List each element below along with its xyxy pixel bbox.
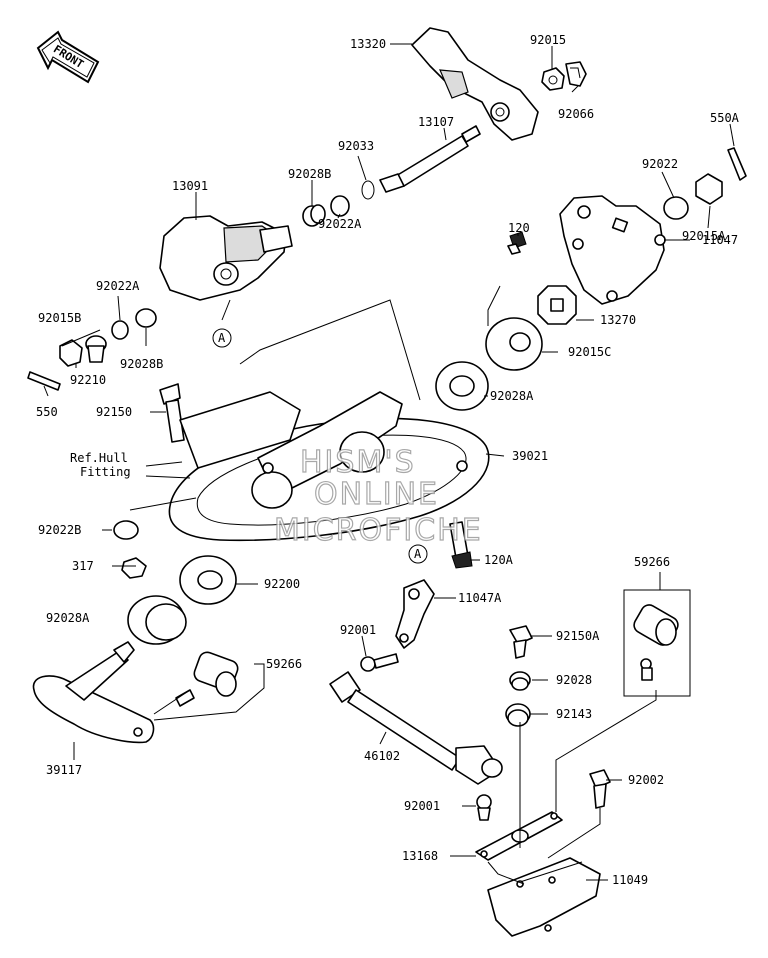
part-labels: 13320 92015 92066 550A 13107 92033 92028… — [36, 33, 740, 887]
label-92150a: 92150A — [556, 629, 600, 643]
part-13107-shaft — [379, 125, 481, 193]
label-ref-hull-2: Fitting — [80, 465, 131, 479]
svg-text:A: A — [414, 547, 422, 561]
part-13091-housing — [159, 215, 293, 301]
part-550a-pin — [727, 147, 747, 181]
label-92015b: 92015B — [38, 311, 81, 325]
label-13168: 13168 — [402, 849, 438, 863]
label-11049: 11049 — [612, 873, 648, 887]
label-92028b-top: 92028B — [288, 167, 331, 181]
part-92150a-bolt — [509, 625, 533, 659]
label-120: 120 — [508, 221, 530, 235]
part-59266-joint-right — [623, 589, 691, 697]
label-92001-upper: 92001 — [340, 623, 376, 637]
part-92028a-bushing-top — [435, 361, 489, 411]
label-92210: 92210 — [70, 373, 106, 387]
part-11047a-lever — [395, 579, 435, 649]
part-92022-washer — [663, 196, 689, 220]
label-ref-hull-1: Ref.Hull — [70, 451, 128, 465]
part-11049-bracket — [487, 857, 601, 937]
part-92022b-washer — [113, 520, 139, 540]
part-92143-collar — [505, 703, 531, 727]
svg-text:HISM'S: HISM'S — [300, 445, 416, 480]
part-92210-plug — [85, 335, 107, 363]
svg-text:A: A — [218, 331, 226, 345]
part-39021-plate — [168, 391, 490, 542]
label-92028b-left: 92028B — [120, 357, 163, 371]
label-13107: 13107 — [418, 115, 454, 129]
ref-marker-a-upper: A — [212, 328, 232, 348]
part-46102-rod — [329, 671, 503, 785]
part-92015a-nut — [695, 173, 723, 205]
label-13320: 13320 — [350, 37, 386, 51]
label-92002: 92002 — [628, 773, 664, 787]
part-92028b-left-bushing — [135, 308, 157, 328]
part-92022a-washer — [330, 195, 350, 217]
part-92200-washer — [179, 555, 237, 605]
label-13270: 13270 — [600, 313, 636, 327]
label-59266-left: 59266 — [266, 657, 302, 671]
part-92001-ball-upper — [360, 653, 399, 672]
label-92028a-bottom: 92028A — [46, 611, 90, 625]
label-92022: 92022 — [642, 157, 678, 171]
svg-text:ONLINE: ONLINE — [314, 477, 439, 512]
part-92002-bolt — [589, 769, 611, 809]
label-92028a-top: 92028A — [490, 389, 534, 403]
label-550: 550 — [36, 405, 58, 419]
label-92022a-left: 92022A — [96, 279, 140, 293]
part-39117-arm — [32, 641, 155, 744]
part-13270-plate — [537, 285, 577, 325]
label-92022b: 92022B — [38, 523, 81, 537]
label-59266-right: 59266 — [634, 555, 670, 569]
label-550a: 550A — [710, 111, 740, 125]
label-92150: 92150 — [96, 405, 132, 419]
part-120-bolt — [507, 231, 527, 255]
label-11047a: 11047A — [458, 591, 502, 605]
label-39021: 39021 — [512, 449, 548, 463]
part-92015b-nut — [59, 339, 83, 367]
label-92015: 92015 — [530, 33, 566, 47]
front-arrow-icon: FRONT — [36, 30, 100, 84]
part-92150-bolt — [159, 383, 185, 443]
part-92066-washer — [565, 61, 587, 87]
part-120a-bolt — [449, 521, 473, 569]
watermark: HISM'S ONLINE MICROFICHE — [273, 444, 483, 548]
label-92028: 92028 — [556, 673, 592, 687]
part-550-pin — [27, 371, 61, 391]
svg-text:MICROFICHE: MICROFICHE — [274, 513, 483, 548]
label-120a: 120A — [484, 553, 514, 567]
leader-lines — [43, 43, 735, 885]
label-11047: 11047 — [702, 233, 738, 247]
label-92143: 92143 — [556, 707, 592, 721]
part-92015c-collar — [485, 317, 543, 371]
part-92033-ring — [361, 180, 375, 200]
label-92015c: 92015C — [568, 345, 611, 359]
ref-marker-a-lower: A — [408, 544, 428, 564]
part-92028a-bushing-bottom — [127, 595, 187, 645]
part-11047-bracket — [559, 195, 666, 305]
part-92001-ball-lower — [476, 794, 492, 821]
label-13091: 13091 — [172, 179, 208, 193]
label-92015a: 92015A — [682, 229, 726, 243]
label-46102: 46102 — [364, 749, 400, 763]
part-317-nut — [121, 557, 147, 579]
label-92066: 92066 — [558, 107, 594, 121]
part-13320-cover — [411, 27, 539, 141]
part-92028-bushing — [509, 671, 531, 691]
part-92028b-bushing — [302, 204, 326, 227]
label-92022a-top: 92022A — [318, 217, 362, 231]
label-39117: 39117 — [46, 763, 82, 777]
part-92015-nut — [541, 67, 565, 91]
label-92001-lower: 92001 — [404, 799, 440, 813]
part-92022a-left-washer — [111, 320, 129, 340]
label-92200: 92200 — [264, 577, 300, 591]
part-59266-joint-left — [175, 651, 239, 707]
label-92033: 92033 — [338, 139, 374, 153]
label-317: 317 — [72, 559, 94, 573]
